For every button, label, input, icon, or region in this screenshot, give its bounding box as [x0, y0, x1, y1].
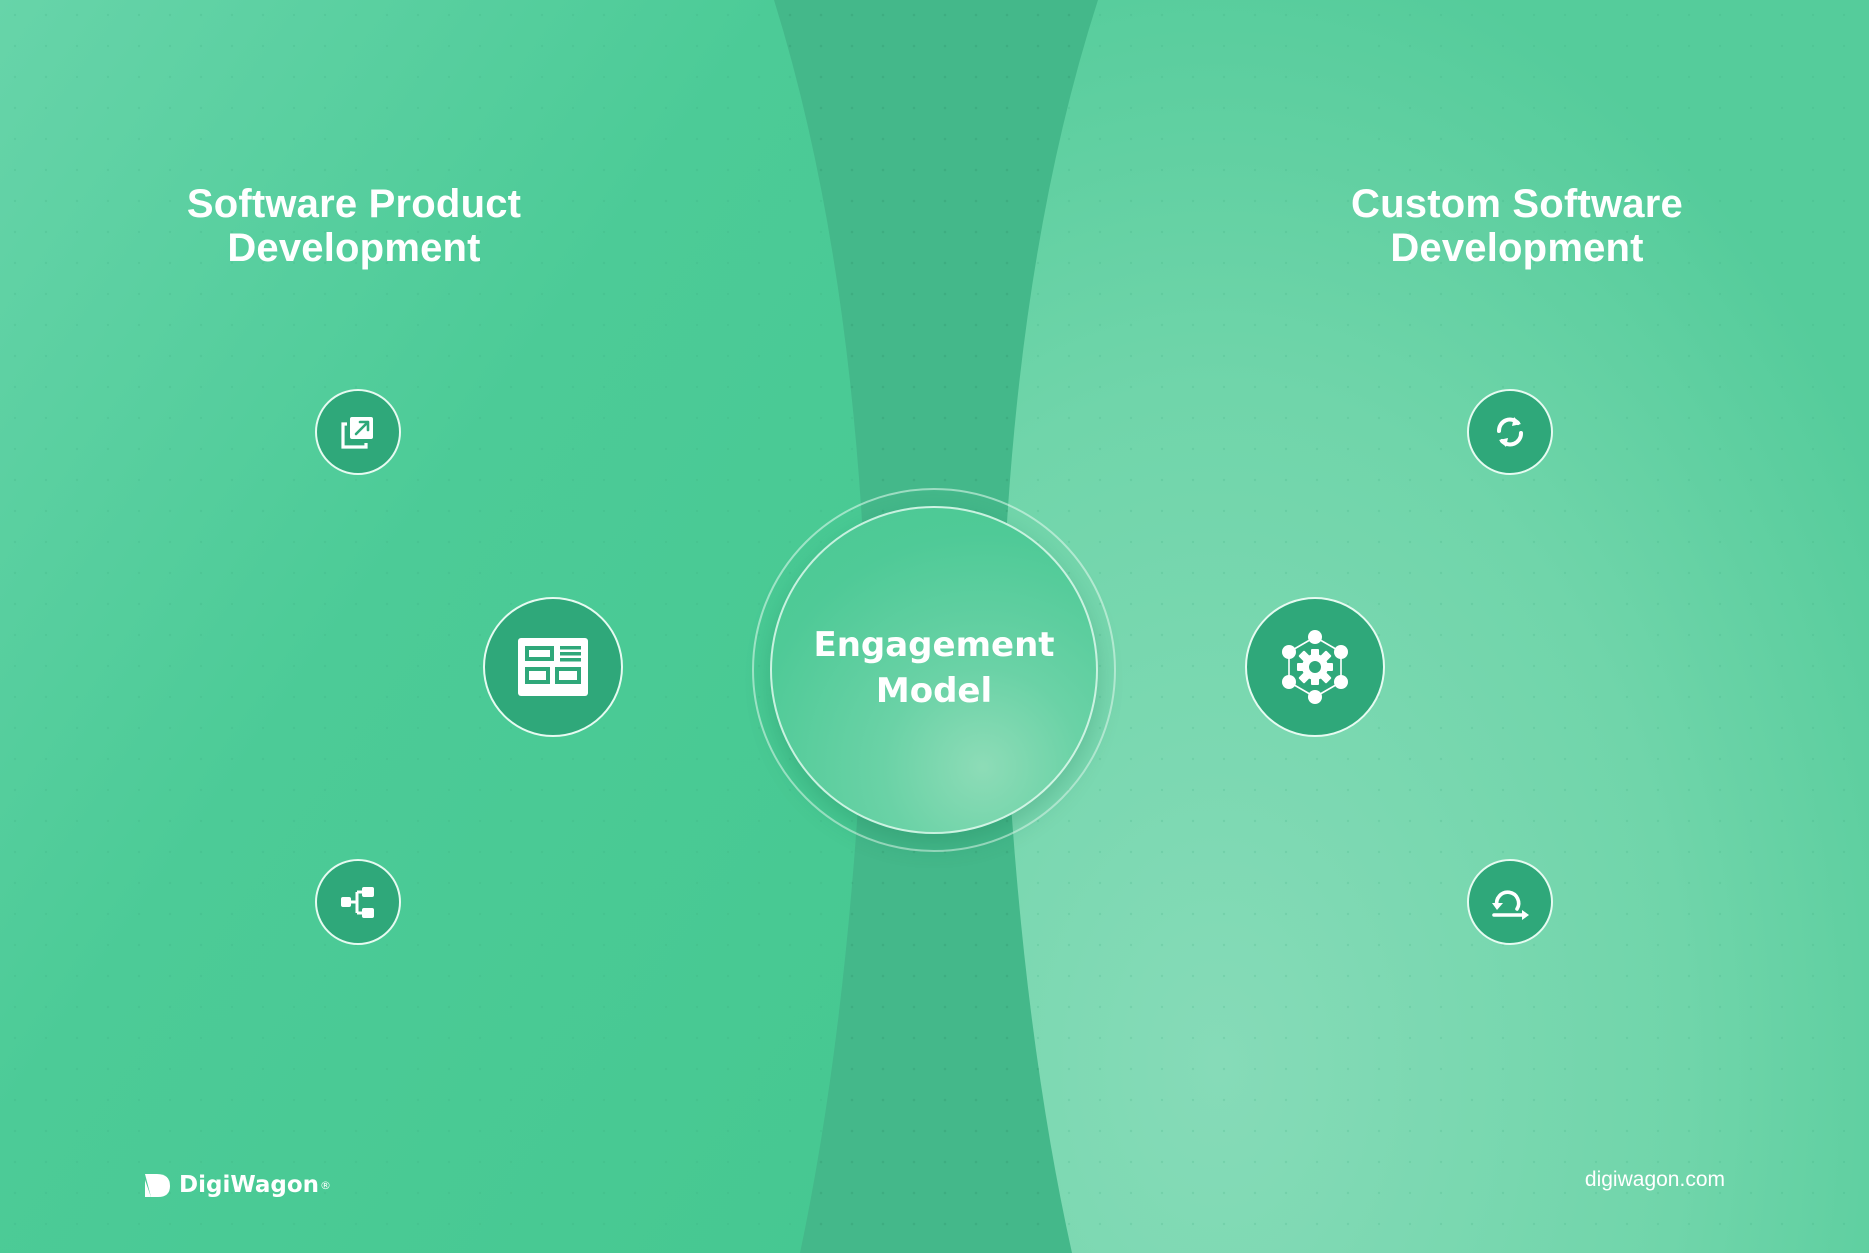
digiwagon-logo-icon — [145, 1174, 170, 1197]
left-node-bottom — [315, 859, 401, 945]
website-link[interactable]: digiwagon.com — [1584, 1168, 1725, 1191]
left-node-top — [315, 389, 401, 475]
external-link-icon — [341, 417, 373, 449]
center-label-line2: Model — [875, 671, 993, 711]
dashboard-layout-icon — [518, 638, 588, 696]
center-outer-ring — [752, 488, 1116, 852]
left-title-line2: Development — [227, 226, 481, 270]
brand-logo: DigiWagon® — [143, 1172, 331, 1198]
right-node-center — [1245, 597, 1385, 737]
center-circle — [770, 506, 1098, 834]
agile-cycle-icon — [1492, 890, 1529, 920]
right-node-bottom — [1467, 859, 1553, 945]
center-label: Engagement Model — [770, 622, 1098, 714]
right-column-title: Custom Software Development — [1307, 182, 1727, 270]
right-title-line2: Development — [1390, 226, 1644, 270]
left-column-title: Software Product Development — [144, 182, 564, 270]
gear-network-icon — [1282, 630, 1348, 704]
right-node-top — [1467, 389, 1553, 475]
brand-registered-mark: ® — [320, 1178, 332, 1192]
center-label-line1: Engagement — [813, 625, 1055, 665]
right-title-line1: Custom Software — [1351, 182, 1683, 226]
brand-name: DigiWagon — [179, 1172, 320, 1198]
left-node-center — [483, 597, 623, 737]
left-title-line1: Software Product — [186, 182, 522, 226]
sync-icon — [1497, 417, 1523, 447]
hierarchy-icon — [341, 887, 374, 918]
